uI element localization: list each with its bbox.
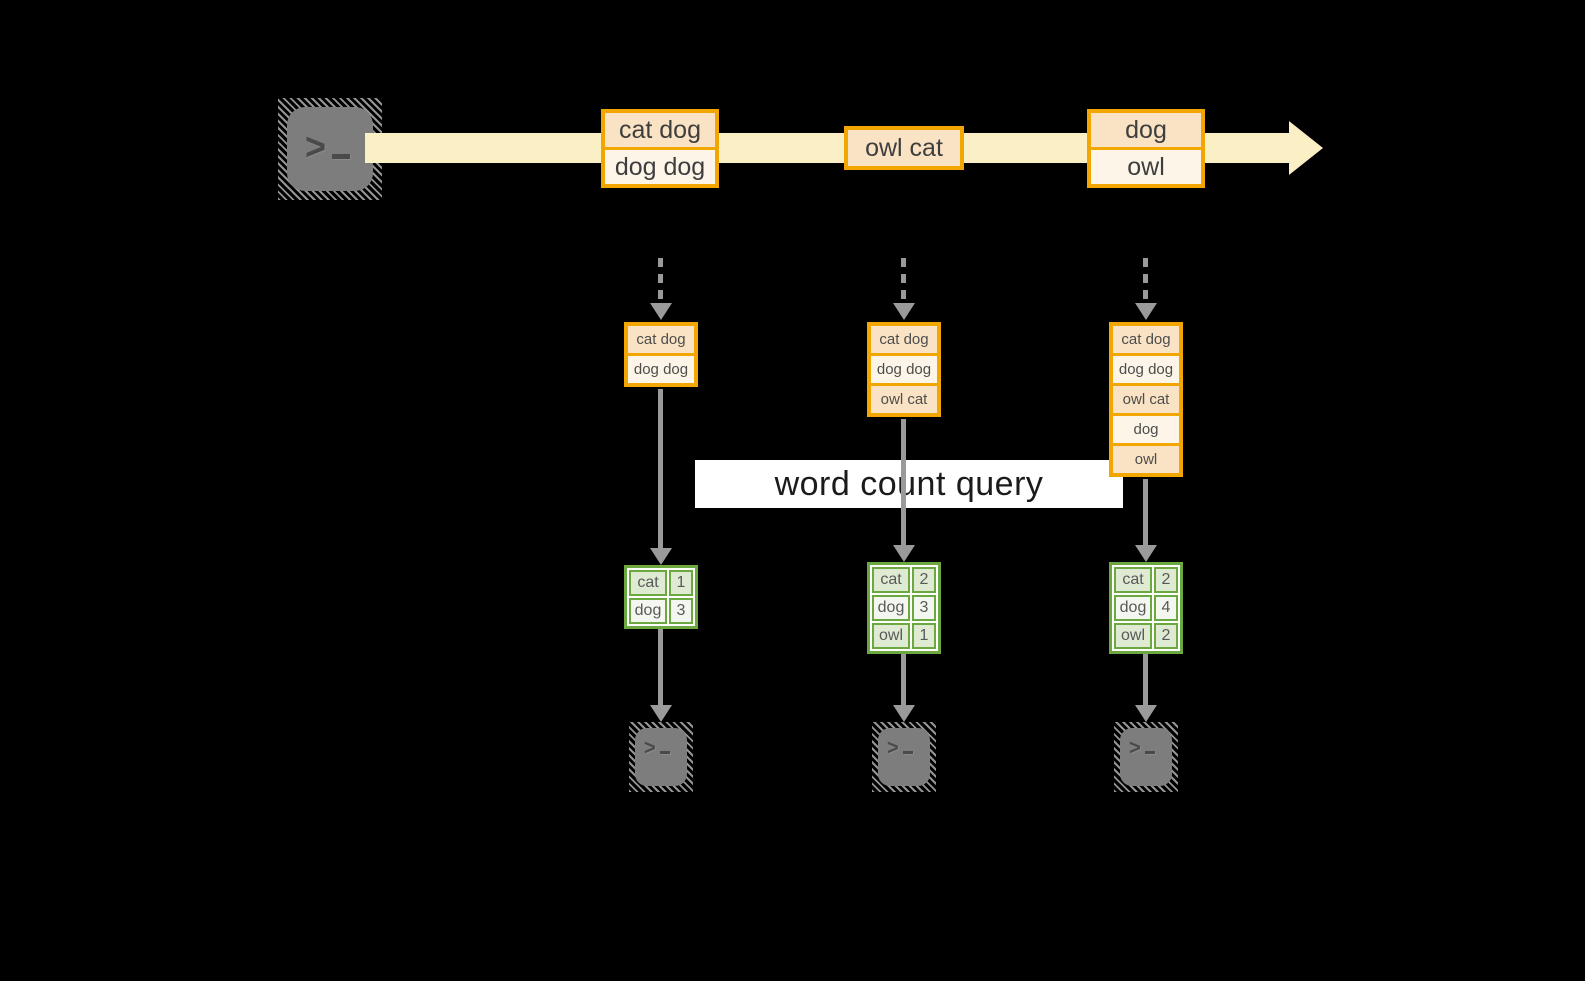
ingest-arrow-1 bbox=[658, 258, 663, 304]
event-buffer-stack-3: cat dog dog dog owl cat dog owl bbox=[1109, 322, 1183, 477]
buffer-row: dog dog bbox=[1113, 356, 1179, 383]
terminal-sink-icon-2: > bbox=[872, 722, 936, 792]
ingest-arrowhead-3-icon bbox=[1135, 303, 1157, 320]
event-line: dog bbox=[1091, 113, 1201, 147]
ingest-arrowhead-2-icon bbox=[893, 303, 915, 320]
count-cell: 2 bbox=[912, 567, 936, 593]
ingest-arrow-3 bbox=[1143, 258, 1148, 304]
terminal-prompt-icon: > bbox=[287, 107, 351, 165]
query-arrowhead-2-icon bbox=[893, 545, 915, 562]
event-buffer-stack-2: cat dog dog dog owl cat bbox=[867, 322, 941, 417]
terminal-screen: > bbox=[635, 728, 687, 786]
terminal-screen: > bbox=[287, 107, 373, 191]
terminal-source-icon: > bbox=[278, 98, 382, 200]
terminal-prompt-icon: > bbox=[635, 728, 670, 759]
terminal-screen: > bbox=[1120, 728, 1172, 786]
buffer-row: cat dog bbox=[628, 326, 694, 353]
query-arrow-1 bbox=[658, 389, 663, 550]
buffer-row: owl bbox=[1113, 446, 1179, 473]
event-line: owl bbox=[1091, 150, 1201, 184]
stream-timeline-arrowhead-icon bbox=[1289, 121, 1323, 175]
event-line: cat dog bbox=[605, 113, 715, 147]
buffer-row: dog dog bbox=[871, 356, 937, 383]
terminal-sink-icon-3: > bbox=[1114, 722, 1178, 792]
query-arrow-3 bbox=[1143, 479, 1148, 547]
output-arrow-1 bbox=[658, 629, 663, 707]
query-banner: word count query bbox=[695, 460, 1123, 508]
count-cell: 3 bbox=[669, 598, 693, 624]
output-arrow-2 bbox=[901, 654, 906, 707]
terminal-prompt-icon: > bbox=[878, 728, 913, 759]
query-banner-label: word count query bbox=[774, 464, 1044, 503]
word-count-table-1: cat 1 dog 3 bbox=[624, 565, 698, 629]
terminal-sink-icon-1: > bbox=[629, 722, 693, 792]
output-arrowhead-2-icon bbox=[893, 705, 915, 722]
word-count-table-2: cat 2 dog 3 owl 1 bbox=[867, 562, 941, 654]
query-arrowhead-1-icon bbox=[650, 548, 672, 565]
terminal-screen: > bbox=[878, 728, 930, 786]
buffer-row: cat dog bbox=[1113, 326, 1179, 353]
ingest-arrow-2 bbox=[901, 258, 906, 304]
buffer-row: owl cat bbox=[871, 386, 937, 413]
count-cell: 3 bbox=[912, 595, 936, 621]
count-cell: 4 bbox=[1154, 595, 1178, 621]
word-cell: owl bbox=[1114, 623, 1152, 649]
buffer-row: dog bbox=[1113, 416, 1179, 443]
count-cell: 1 bbox=[912, 623, 936, 649]
event-line: dog dog bbox=[605, 150, 715, 184]
word-cell: owl bbox=[872, 623, 910, 649]
count-cell: 2 bbox=[1154, 567, 1178, 593]
query-arrowhead-3-icon bbox=[1135, 545, 1157, 562]
stream-event-box-3: dog owl bbox=[1087, 109, 1205, 188]
output-arrow-3 bbox=[1143, 654, 1148, 707]
buffer-row: dog dog bbox=[628, 356, 694, 383]
stream-event-box-1: cat dog dog dog bbox=[601, 109, 719, 188]
terminal-prompt-icon: > bbox=[1120, 728, 1155, 759]
output-arrowhead-1-icon bbox=[650, 705, 672, 722]
stream-event-box-2: owl cat bbox=[844, 126, 964, 170]
event-buffer-stack-1: cat dog dog dog bbox=[624, 322, 698, 387]
word-count-table-3: cat 2 dog 4 owl 2 bbox=[1109, 562, 1183, 654]
event-line: owl cat bbox=[848, 130, 960, 166]
word-cell: cat bbox=[629, 570, 667, 596]
word-cell: dog bbox=[1114, 595, 1152, 621]
count-cell: 1 bbox=[669, 570, 693, 596]
word-cell: cat bbox=[872, 567, 910, 593]
word-cell: cat bbox=[1114, 567, 1152, 593]
count-cell: 2 bbox=[1154, 623, 1178, 649]
output-arrowhead-3-icon bbox=[1135, 705, 1157, 722]
word-cell: dog bbox=[629, 598, 667, 624]
ingest-arrowhead-1-icon bbox=[650, 303, 672, 320]
query-arrow-2 bbox=[901, 419, 906, 547]
buffer-row: cat dog bbox=[871, 326, 937, 353]
word-cell: dog bbox=[872, 595, 910, 621]
buffer-row: owl cat bbox=[1113, 386, 1179, 413]
